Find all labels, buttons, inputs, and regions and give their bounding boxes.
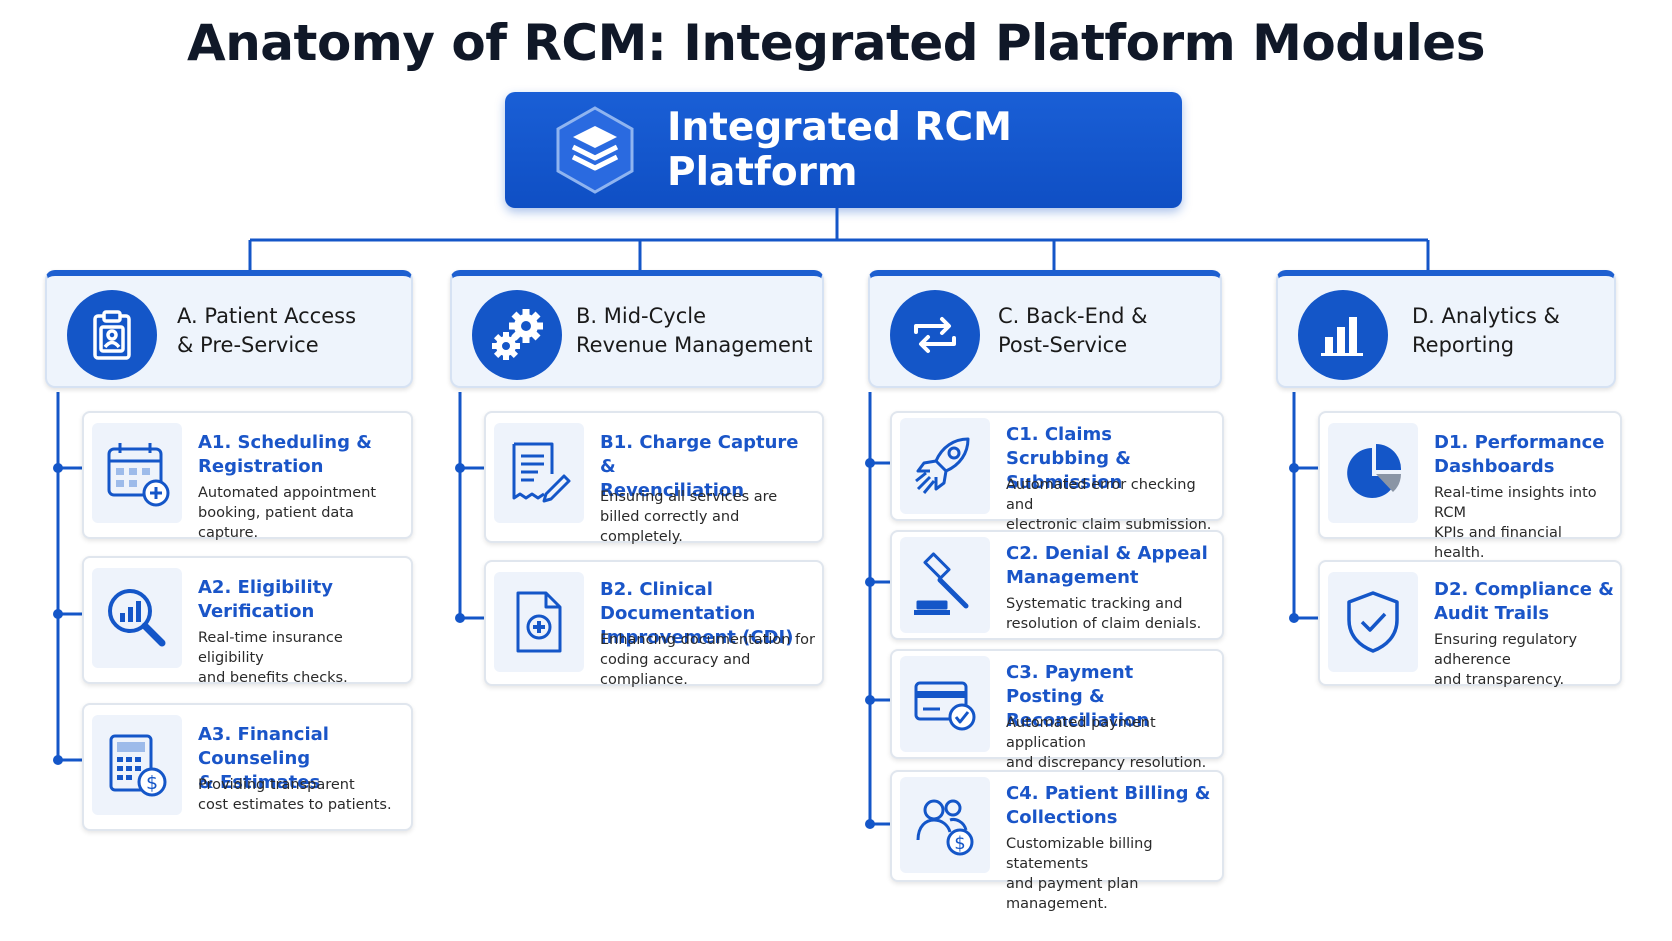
pie-chart-icon [1328, 423, 1418, 523]
page-title: Anatomy of RCM: Integrated Platform Modu… [187, 14, 1485, 72]
calendar-plus-icon [92, 423, 182, 523]
module-title: A3. Financial Counseling & Estimates [198, 724, 329, 793]
shield-check-icon [1328, 572, 1418, 672]
module-card-d1[interactable]: D1. Performance Dashboards Real-time ins… [1318, 411, 1622, 561]
calculator-dollar-icon: $ [92, 715, 182, 815]
svg-text:$: $ [954, 833, 965, 854]
gears-icon [472, 290, 562, 380]
category-title-a: A. Patient Access & Pre-Service [177, 304, 357, 357]
module-title: D1. Performance Dashboards [1434, 432, 1605, 477]
platform-box: Integrated RCM Platform [505, 92, 1182, 208]
receipt-pen-icon [494, 423, 584, 523]
magnifier-chart-icon [92, 568, 182, 668]
module-title: D2. Compliance & Audit Trails [1434, 579, 1614, 624]
module-card-b1[interactable]: B1. Charge Capture & Revenciliation Ensu… [484, 411, 824, 545]
layers-icon [549, 104, 641, 196]
category-title-b: B. Mid-Cycle Revenue Management [576, 304, 813, 357]
module-description: Customizable billing statements and paym… [1006, 836, 1153, 912]
module-card-a3[interactable]: $ A3. Financial Counseling & Estimates P… [82, 703, 413, 831]
rocket-icon [900, 418, 990, 514]
module-description: Enhancing documentation for coding accur… [600, 632, 815, 688]
module-description: Automated error checking and electronic … [1006, 477, 1212, 533]
medical-document-icon [494, 572, 584, 672]
module-card-b2[interactable]: B2. Clinical Documentation Improvement (… [484, 560, 824, 688]
module-card-c1[interactable]: C1. Claims Scrubbing & Submission Automa… [890, 411, 1224, 533]
module-title: A1. Scheduling & Registration [198, 432, 372, 477]
module-card-a2[interactable]: A2. Eligibility Verification Real-time i… [82, 556, 413, 686]
platform-title: Integrated RCM Platform [667, 105, 1012, 195]
category-title-d: D. Analytics & Reporting [1412, 304, 1560, 357]
module-title: C4. Patient Billing & Collections [1006, 783, 1211, 828]
module-description: Real-time insurance eligibility and bene… [198, 630, 348, 686]
module-title: A2. Eligibility Verification [198, 577, 333, 622]
module-description: Real-time insights into RCM KPIs and fin… [1434, 485, 1597, 561]
category-header-d: D. Analytics & Reporting [1276, 270, 1616, 388]
credit-card-check-icon [900, 656, 990, 752]
bar-chart-icon [1298, 290, 1388, 380]
exchange-arrows-icon [890, 290, 980, 380]
module-card-c2[interactable]: C2. Denial & Appeal Management Systemati… [890, 530, 1224, 640]
module-title: B2. Clinical Documentation Improvement (… [600, 579, 794, 648]
gavel-icon [900, 537, 990, 633]
module-title: C2. Denial & Appeal Management [1006, 543, 1208, 588]
module-card-a1[interactable]: A1. Scheduling & Registration Automated … [82, 411, 413, 541]
category-header-c: C. Back-End & Post-Service [868, 270, 1222, 388]
module-description: Ensuring regulatory adherence and transp… [1434, 632, 1578, 688]
module-title: C3. Payment Posting & Reconciliation [1006, 662, 1150, 731]
users-dollar-icon: $ [900, 777, 990, 873]
module-title: B1. Charge Capture & Revenciliation [600, 432, 799, 501]
module-card-d2[interactable]: D2. Compliance & Audit Trails Ensuring r… [1318, 560, 1622, 688]
module-description: Automated payment application and discre… [1006, 715, 1207, 771]
clipboard-user-icon [67, 290, 157, 380]
module-title: C1. Claims Scrubbing & Submission [1006, 424, 1131, 493]
category-title-c: C. Back-End & Post-Service [998, 304, 1148, 357]
module-description: Systematic tracking and resolution of cl… [1006, 596, 1202, 632]
category-header-b: B. Mid-Cycle Revenue Management [450, 270, 824, 388]
module-description: Providing transparent cost estimates to … [198, 777, 392, 813]
svg-text:$: $ [146, 772, 158, 794]
module-card-c3[interactable]: C3. Payment Posting & Reconciliation Aut… [890, 649, 1224, 771]
module-card-c4[interactable]: $ C4. Patient Billing & Collections Cust… [890, 770, 1224, 912]
category-header-a: A. Patient Access & Pre-Service [45, 270, 413, 388]
module-description: Automated appointment booking, patient d… [198, 485, 377, 541]
module-description: Ensuring all services are billed correct… [600, 489, 778, 545]
